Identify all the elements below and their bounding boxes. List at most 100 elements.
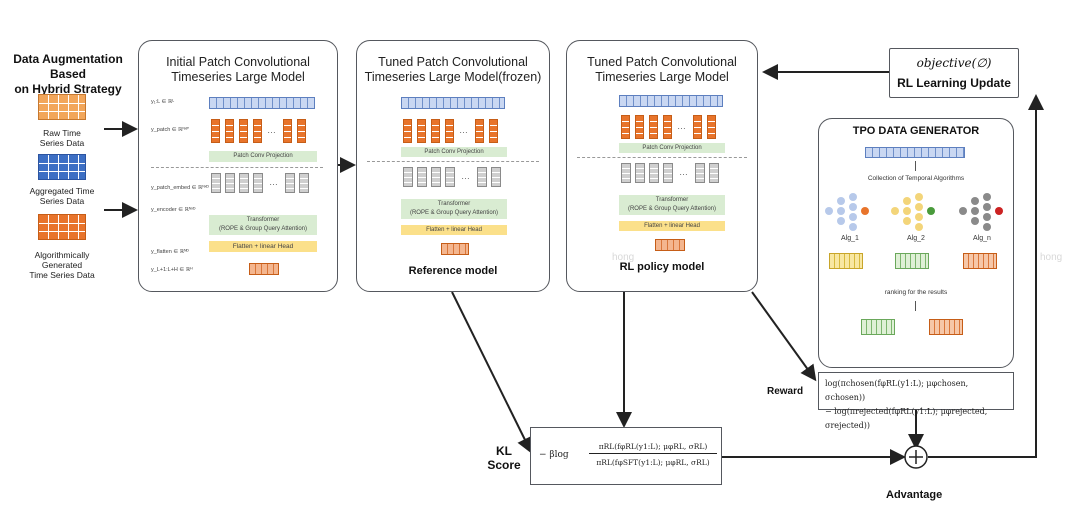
- arrow-advantage-to-update: [928, 94, 1044, 458]
- augmentation-title-line1: Data Augmentation Based: [13, 52, 123, 81]
- embedding-block: [663, 163, 673, 183]
- initial-model-panel: Initial Patch Convolutional Timeseries L…: [138, 40, 338, 292]
- flatten-dim-label: y_flatten ∈ ℝᴺᴰ: [151, 249, 189, 255]
- patch-block: [297, 119, 306, 143]
- alg-2-output: [895, 253, 929, 269]
- embedding-block: [299, 173, 309, 193]
- kl-formula-box: − βlog πRL(fφRL(y1:L); μφRL, σRL) πRL(fφ…: [530, 427, 722, 485]
- reference-model-title-line1: Tuned Patch Convolutional: [378, 55, 528, 69]
- patch-block: [239, 119, 248, 143]
- embedding-block: [239, 173, 249, 193]
- policy-input-strip: [619, 95, 723, 107]
- embedding-block: [621, 163, 631, 183]
- reference-transformer-line1: Transformer: [437, 201, 471, 207]
- embedding-block: [709, 163, 719, 183]
- stage-divider: [367, 161, 539, 162]
- policy-output-strip: [655, 239, 685, 251]
- algorithmic-data-caption-line3: Time Series Data: [29, 270, 95, 280]
- reward-formula-line1: log(πchosen(fφRL(y1:L); μφchosen, σchose…: [825, 379, 969, 402]
- policy-head-band: Flatten + linear Head: [619, 221, 725, 231]
- network-icon-n: [959, 193, 1003, 231]
- reference-model-caption: Reference model: [408, 265, 498, 277]
- tpo-input-strip: [865, 147, 965, 158]
- patch-block: [707, 115, 716, 139]
- raw-data-grid-icon: [38, 94, 86, 120]
- initial-head-band: Flatten + linear Head: [209, 241, 317, 252]
- stage-divider: [151, 167, 323, 168]
- network-icon-2: [891, 193, 935, 231]
- reward-formula-line2: − log(πrejected(fφRL(y1:L); μφrejected, …: [825, 407, 988, 430]
- initial-transformer-line2: (ROPE & Group Query Attention): [218, 226, 308, 232]
- policy-transformer-band: Transformer (ROPE & Group Query Attentio…: [619, 195, 725, 215]
- arrow-policy-to-reward: [751, 291, 817, 382]
- reference-transformer-band: Transformer (ROPE & Group Query Attentio…: [401, 199, 507, 219]
- reference-model-title: Tuned Patch Convolutional Timeseries Lar…: [357, 55, 549, 85]
- patch-ellipsis: …: [677, 121, 686, 131]
- tpo-ranking-connector: [915, 301, 916, 311]
- alg-1-label: Alg_1: [841, 235, 859, 242]
- raw-data-caption-line1: Raw Time: [43, 128, 81, 138]
- patch-block: [211, 119, 220, 143]
- embedding-block: [695, 163, 705, 183]
- policy-model-panel: Tuned Patch Convolutional Timeseries Lar…: [566, 40, 758, 292]
- tpo-collection-label: Collection of Temporal Algorithms: [867, 175, 965, 182]
- embedding-block: [285, 173, 295, 193]
- rejected-output: [929, 319, 963, 335]
- watermark: hong: [612, 252, 635, 263]
- patch-ellipsis: …: [459, 125, 468, 135]
- reference-patch-conv-band: Patch Conv Projection: [401, 147, 507, 157]
- tpo-input-connector: [915, 161, 916, 171]
- arrow-reference-to-kl: [451, 291, 532, 454]
- patch-block: [417, 119, 426, 143]
- embedding-block: [491, 167, 501, 187]
- input-dim-label: y₁:L ∈ ℝᴸ: [151, 99, 175, 105]
- raw-data-caption: Raw Time Series Data: [22, 128, 102, 148]
- patch-block: [489, 119, 498, 143]
- tpo-algorithm-networks: [825, 193, 1003, 231]
- embedding-dim-label: y_patch_embed ∈ ℝᴺˣᴰ: [151, 185, 209, 191]
- tpo-generator-panel: TPO DATA GENERATOR Collection of Tempora…: [818, 118, 1014, 368]
- kl-label-line1: KL: [496, 444, 512, 458]
- reference-input-strip: [401, 97, 505, 109]
- aggregated-data-caption-line1: Aggregated Time: [29, 186, 95, 196]
- advantage-label: Advantage: [886, 489, 943, 501]
- reward-label: Reward: [767, 386, 804, 397]
- kl-formula-prefix: − βlog: [539, 450, 569, 460]
- algorithmic-data-caption-line1: Algorithmically: [34, 250, 90, 260]
- kl-label-line2: Score: [487, 458, 521, 472]
- patch-block: [403, 119, 412, 143]
- kl-score-label: KL Score: [484, 444, 524, 472]
- aggregated-data-caption-line2: Series Data: [39, 196, 85, 206]
- embedding-block: [403, 167, 413, 187]
- patch-block: [475, 119, 484, 143]
- augmentation-title-line2: on Hybrid Strategy: [14, 82, 122, 96]
- augmentation-title: Data Augmentation Based on Hybrid Strate…: [2, 52, 134, 97]
- patch-block: [225, 119, 234, 143]
- tpo-ranking-label: ranking for the results: [884, 289, 948, 296]
- policy-patch-conv-band: Patch Conv Projection: [619, 143, 725, 153]
- embedding-block: [431, 167, 441, 187]
- patch-block: [621, 115, 630, 139]
- patch-dim-label: y_patch ∈ ℝᴺˣᴾ: [151, 127, 189, 133]
- rl-update-box: objective(∅) RL Learning Update: [889, 48, 1019, 98]
- embedding-block: [649, 163, 659, 183]
- alg-2-label: Alg_2: [907, 235, 925, 242]
- alg-n-output: [963, 253, 997, 269]
- embedding-block: [635, 163, 645, 183]
- embedding-block: [477, 167, 487, 187]
- embedding-block: [225, 173, 235, 193]
- output-dim-label: y_L+1:L+H ∈ ℝᴴ: [151, 267, 193, 273]
- reference-transformer-line2: (ROPE & Group Query Attention): [409, 210, 499, 216]
- policy-model-title: Tuned Patch Convolutional Timeseries Lar…: [567, 55, 757, 85]
- policy-transformer-line2: (ROPE & Group Query Attention): [627, 206, 717, 212]
- chosen-output: [861, 319, 895, 335]
- alg-n-label: Alg_n: [973, 235, 991, 242]
- watermark: hong: [1040, 252, 1063, 263]
- initial-transformer-line1: Transformer: [246, 217, 280, 223]
- aggregated-data-grid-icon: [38, 154, 86, 180]
- embedding-ellipsis: …: [679, 167, 688, 177]
- input-sequence-strip: [209, 97, 315, 109]
- alg-1-output: [829, 253, 863, 269]
- policy-model-title-line1: Tuned Patch Convolutional: [587, 55, 737, 69]
